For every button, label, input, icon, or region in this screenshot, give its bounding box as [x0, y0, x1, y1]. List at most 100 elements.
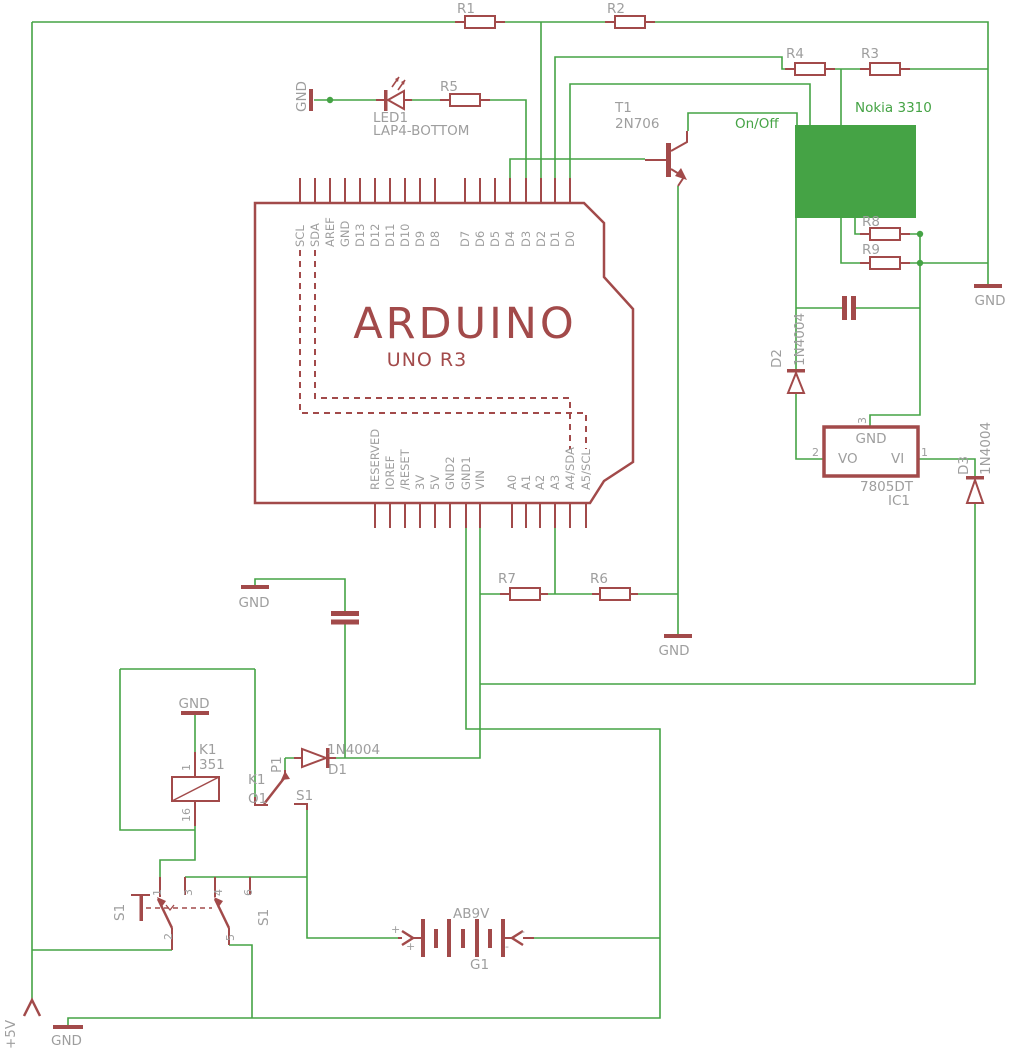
switch-blade-arrow [157, 897, 166, 908]
battery-minus-inner: - [505, 940, 509, 953]
pin-label: A4/SDA [563, 447, 577, 490]
resistor-label: R2 [607, 1, 625, 17]
arduino-subtitle: UNO R3 [387, 349, 467, 371]
diode-d2: D2 1N4004 [769, 313, 808, 394]
transistor-legs [645, 131, 688, 187]
resistor-body [794, 62, 826, 76]
resistor-body [464, 15, 496, 29]
battery-plus-outer: + [391, 923, 400, 936]
regulator-body [822, 425, 920, 478]
diode-triangle [301, 747, 329, 769]
resistor-r8: R8 [862, 214, 901, 241]
gnd-symbol-bottom: GND [51, 1025, 83, 1049]
pin-stub-path [159, 21, 910, 950]
resistor-r6: R6 [590, 571, 631, 601]
led-arrowhead [401, 80, 405, 85]
battery-minus-outer: - [521, 925, 525, 938]
resistor-body [449, 93, 481, 107]
pin-label: D9 [413, 231, 427, 247]
pin-label: D7 [458, 231, 472, 247]
gnd-symbol-mid: GND [239, 585, 270, 611]
battery-plate-short [434, 929, 438, 948]
junction-dot [326, 96, 334, 104]
cap-plate [851, 296, 856, 320]
diode-name: D2 [769, 349, 785, 368]
gnd-label: GND [239, 595, 270, 611]
resistor-label: R7 [498, 571, 516, 587]
regulator-name: IC1 [888, 493, 910, 509]
pin-label: A2 [533, 475, 547, 490]
resistor-label: R5 [440, 79, 458, 95]
diode-value: 1N4004 [327, 742, 380, 758]
diode-value: 1N4004 [978, 422, 994, 475]
pin-label: D8 [428, 231, 442, 247]
pin-label: D13 [353, 224, 367, 248]
resistor-r2: R2 [607, 1, 646, 29]
wire-nets [31, 21, 989, 1025]
battery-plus-inner: + [406, 940, 415, 953]
gnd-label: GND [659, 643, 690, 659]
gnd-symbol-topright: GND [974, 284, 1005, 309]
arduino-outline [253, 201, 635, 505]
pin-label: A0 [505, 475, 519, 490]
gnd-bar [241, 585, 269, 589]
component-pin-stubs [159, 21, 910, 950]
pin-label: RESERVED [368, 429, 382, 490]
pin-label: /RESET [398, 448, 412, 490]
pin-label: D12 [368, 224, 382, 248]
supply-arrow [22, 997, 42, 1017]
cap-plate [331, 611, 359, 616]
led-triangle [385, 89, 405, 111]
switch-actuator-bar [139, 894, 143, 921]
led-name: LED1 [373, 110, 408, 126]
regulator-7805: GND VO VI 3 2 1 7805DT IC1 [812, 417, 928, 509]
pin-label: AREF [323, 217, 337, 247]
led1: LED1 LAP4-BOTTOM [373, 76, 469, 139]
pin-label: SDA [308, 223, 322, 247]
resistor-label: R9 [862, 242, 880, 258]
i2c-dashed-links [299, 250, 587, 449]
pin-label: D2 [534, 231, 548, 247]
battery-value: AB9V [453, 906, 490, 922]
cap-plate [842, 296, 847, 320]
battery-plate-long [421, 919, 425, 957]
supply-5v-symbol: +5V [3, 997, 42, 1049]
resistor-body [614, 15, 646, 29]
pin-label: D11 [383, 224, 397, 248]
resistor-r7: R7 [498, 571, 541, 601]
contact-pin-label: P1 [269, 756, 285, 773]
transistor-value: 2N706 [615, 116, 659, 132]
battery-g1: AB9V G1 + + - - [391, 906, 525, 973]
relay-pin1-number: 1 [180, 764, 193, 771]
battery-plate-short [488, 929, 492, 948]
switch-name-right: S1 [256, 909, 272, 926]
relay-coil-diagonal [171, 776, 220, 802]
resistor-label: R8 [862, 214, 880, 230]
junction-dot [916, 259, 924, 267]
pin-label: GND2 [443, 456, 457, 490]
gnd-bar [53, 1025, 83, 1029]
regulator-pin3-number: 3 [856, 417, 869, 424]
resistor-r9: R9 [862, 242, 901, 270]
resistor-body [869, 62, 901, 76]
contact-blade [263, 776, 286, 805]
pin-label: GND1 [459, 456, 473, 490]
arduino-uno: ARDUINO UNO R3 SCL SDA AREF GND D13 D12 … [253, 201, 635, 505]
contact-throws [254, 797, 308, 810]
diode-bar [326, 748, 330, 768]
led-arrowhead [395, 77, 399, 82]
relay-contact-p1: K1 P1 O1 S1 [248, 756, 313, 810]
pin-label: D4 [503, 231, 517, 247]
wire-net-path [31, 21, 989, 1025]
capacitor-right [842, 296, 856, 320]
battery-plate-long [501, 919, 505, 957]
resistor-r3: R3 [861, 46, 901, 76]
gnd-bar [974, 284, 1002, 288]
switch-pin-number: 1 [151, 889, 164, 896]
switch-pin-number: 4 [212, 889, 225, 896]
gnd-symbol-relay: GND [179, 696, 209, 715]
resistor-r5: R5 [440, 79, 481, 107]
arduino-bottom-pin-labels: RESERVED IOREF /RESET 3V 5V GND2 GND1 VI… [368, 429, 593, 490]
battery-plate-short [461, 929, 465, 948]
